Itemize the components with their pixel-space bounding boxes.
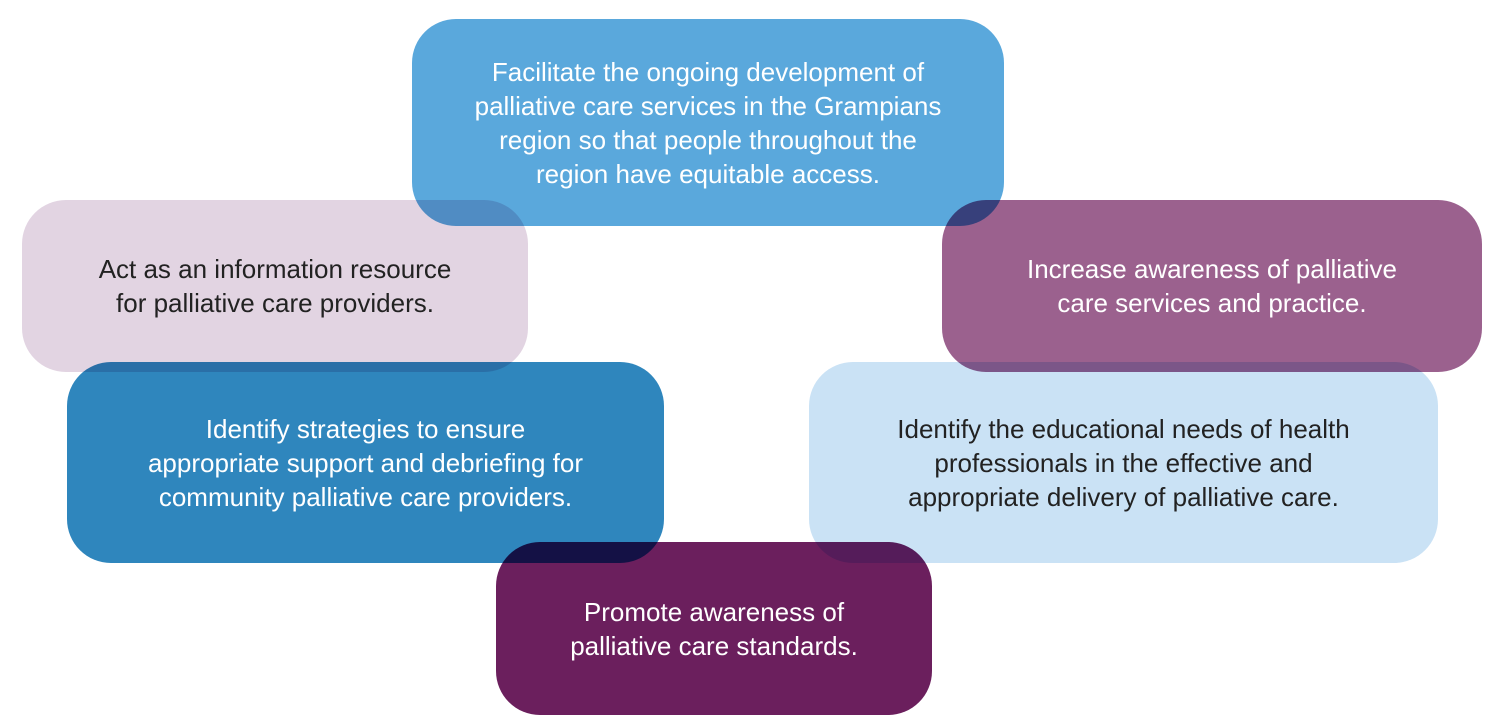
- objective-text-support-strategies: Identify strategies to ensure appropriat…: [147, 413, 584, 512]
- objective-text-information-resource: Act as an information resource for palli…: [98, 254, 452, 318]
- objective-box-development: Facilitate the ongoing development of pa…: [412, 19, 1004, 226]
- objective-box-information-resource: Act as an information resource for palli…: [22, 200, 528, 372]
- objective-box-support-strategies: Identify strategies to ensure appropriat…: [67, 362, 664, 563]
- objective-box-increase-awareness: Increase awareness of palliative care se…: [942, 200, 1482, 372]
- objective-box-educational-needs: Identify the educational needs of health…: [809, 362, 1438, 563]
- objective-text-development: Facilitate the ongoing development of pa…: [474, 56, 942, 189]
- objective-text-educational-needs: Identify the educational needs of health…: [897, 413, 1350, 512]
- objective-box-standards: Promote awareness of palliative care sta…: [496, 542, 932, 715]
- objective-text-standards: Promote awareness of palliative care sta…: [570, 596, 858, 661]
- objective-text-increase-awareness: Increase awareness of palliative care se…: [1027, 254, 1397, 318]
